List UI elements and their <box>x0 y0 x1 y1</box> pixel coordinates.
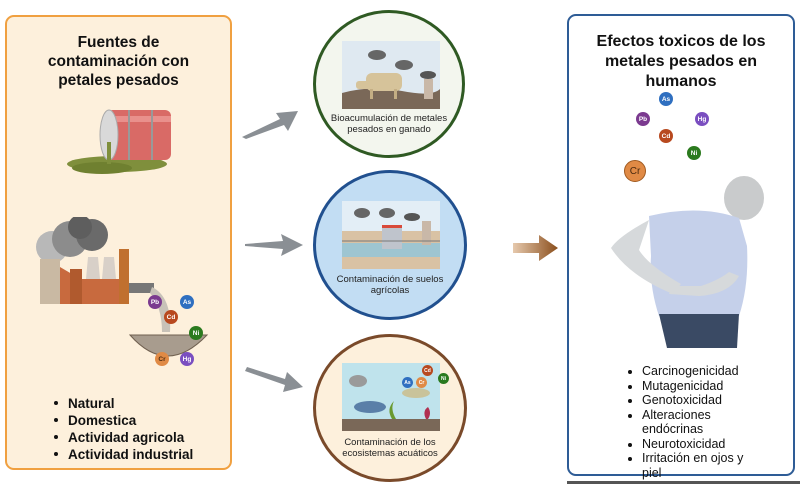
effect-item-line: endócrinas <box>642 422 704 436</box>
effects-panel: Efectos toxicos de los metales pesados e… <box>567 14 795 480</box>
spilled-barrel-illustration <box>67 109 171 174</box>
pathway-soil: Contaminación de suelos agrícolas <box>313 170 467 320</box>
label-line: pesados en ganado <box>347 124 431 135</box>
label-line: Contaminación de los <box>344 437 436 448</box>
source-item: Actividad industrial <box>52 446 193 463</box>
metal-badge-ni: Ni <box>687 146 701 160</box>
label-line: ecosistemas acuáticos <box>342 448 438 459</box>
label-line: Contaminación de suelos <box>336 274 444 285</box>
metal-badge-cr: Cr <box>416 377 427 388</box>
arrow-to-livestock <box>242 111 298 139</box>
metal-badge-cd: Cd <box>164 310 178 324</box>
effects-title-line: metales pesados en <box>604 53 758 70</box>
effects-title-line: humanos <box>645 73 717 90</box>
metal-badge-pb: Pb <box>148 295 162 309</box>
bottom-divider <box>567 481 800 484</box>
pathway-livestock: Bioacumulación de metales pesados en gan… <box>313 10 465 158</box>
metal-badge-as: As <box>659 92 673 106</box>
metal-badge-cd: Cd <box>422 365 433 376</box>
effect-item: Neurotoxicidad <box>626 437 776 452</box>
metal-badge-pb: Pb <box>636 112 650 126</box>
source-item: Domestica <box>52 412 193 429</box>
arrow-to-soil <box>245 234 303 256</box>
pathway-aquatic-label: Contaminación de los ecosistemas acuátic… <box>320 437 460 459</box>
effect-item: Genotoxicidad <box>626 393 776 408</box>
metal-badge-as: As <box>402 377 413 388</box>
livestock-scene-illustration <box>342 41 440 109</box>
sources-title: Fuentes de contaminación con petales pes… <box>7 33 230 90</box>
effect-item-line: Alteraciones <box>642 407 711 422</box>
label-line: agrícolas <box>370 285 410 296</box>
metal-badge-ni: Ni <box>438 373 449 384</box>
arrow-to-humans <box>513 235 558 261</box>
effects-title: Efectos toxicos de los metales pesados e… <box>569 32 793 92</box>
metal-badge-cr: Cr <box>624 160 646 182</box>
pathway-soil-label: Contaminación de suelos agrícolas <box>320 274 460 296</box>
effects-title-line: Efectos toxicos de los <box>596 33 766 50</box>
sources-panel: Fuentes de contaminación con petales pes… <box>5 15 232 470</box>
effect-item-line: piel <box>642 465 662 480</box>
metal-badge-ni: Ni <box>189 326 203 340</box>
soil-scene-illustration <box>342 201 440 269</box>
source-item: Natural <box>52 395 193 412</box>
sources-title-line: Fuentes de <box>77 34 160 51</box>
metal-badge-cd: Cd <box>659 129 673 143</box>
person-in-pain-illustration <box>611 176 764 348</box>
sources-list: Natural Domestica Actividad agricola Act… <box>52 395 193 463</box>
metal-badge-hg: Hg <box>695 112 709 126</box>
label-line: Bioacumulación de metales <box>330 113 448 124</box>
effect-item: Mutagenicidad <box>626 379 776 394</box>
pathway-aquatic: As Cr Cd Ni Contaminación de los ecosist… <box>313 334 467 482</box>
effect-item: Irritación en ojos y piel <box>626 451 776 480</box>
effect-item-line: Irritación en ojos y <box>642 451 744 465</box>
pathway-livestock-label: Bioacumulación de metales pesados en gan… <box>320 113 458 135</box>
metal-badge-as: As <box>180 295 194 309</box>
metal-badge-cr: Cr <box>155 352 169 366</box>
factory-discharge-illustration <box>36 217 209 357</box>
arrow-to-aquatic <box>245 367 303 392</box>
sources-title-line: petales pesados <box>58 72 179 89</box>
source-item: Actividad agricola <box>52 429 193 446</box>
effects-list: Carcinogenicidad Mutagenicidad Genotoxic… <box>626 364 776 480</box>
sources-title-line: contaminación con <box>47 53 190 70</box>
effect-item: Carcinogenicidad <box>626 364 776 379</box>
metal-badge-hg: Hg <box>180 352 194 366</box>
effect-item: Alteraciones endócrinas <box>626 408 776 437</box>
